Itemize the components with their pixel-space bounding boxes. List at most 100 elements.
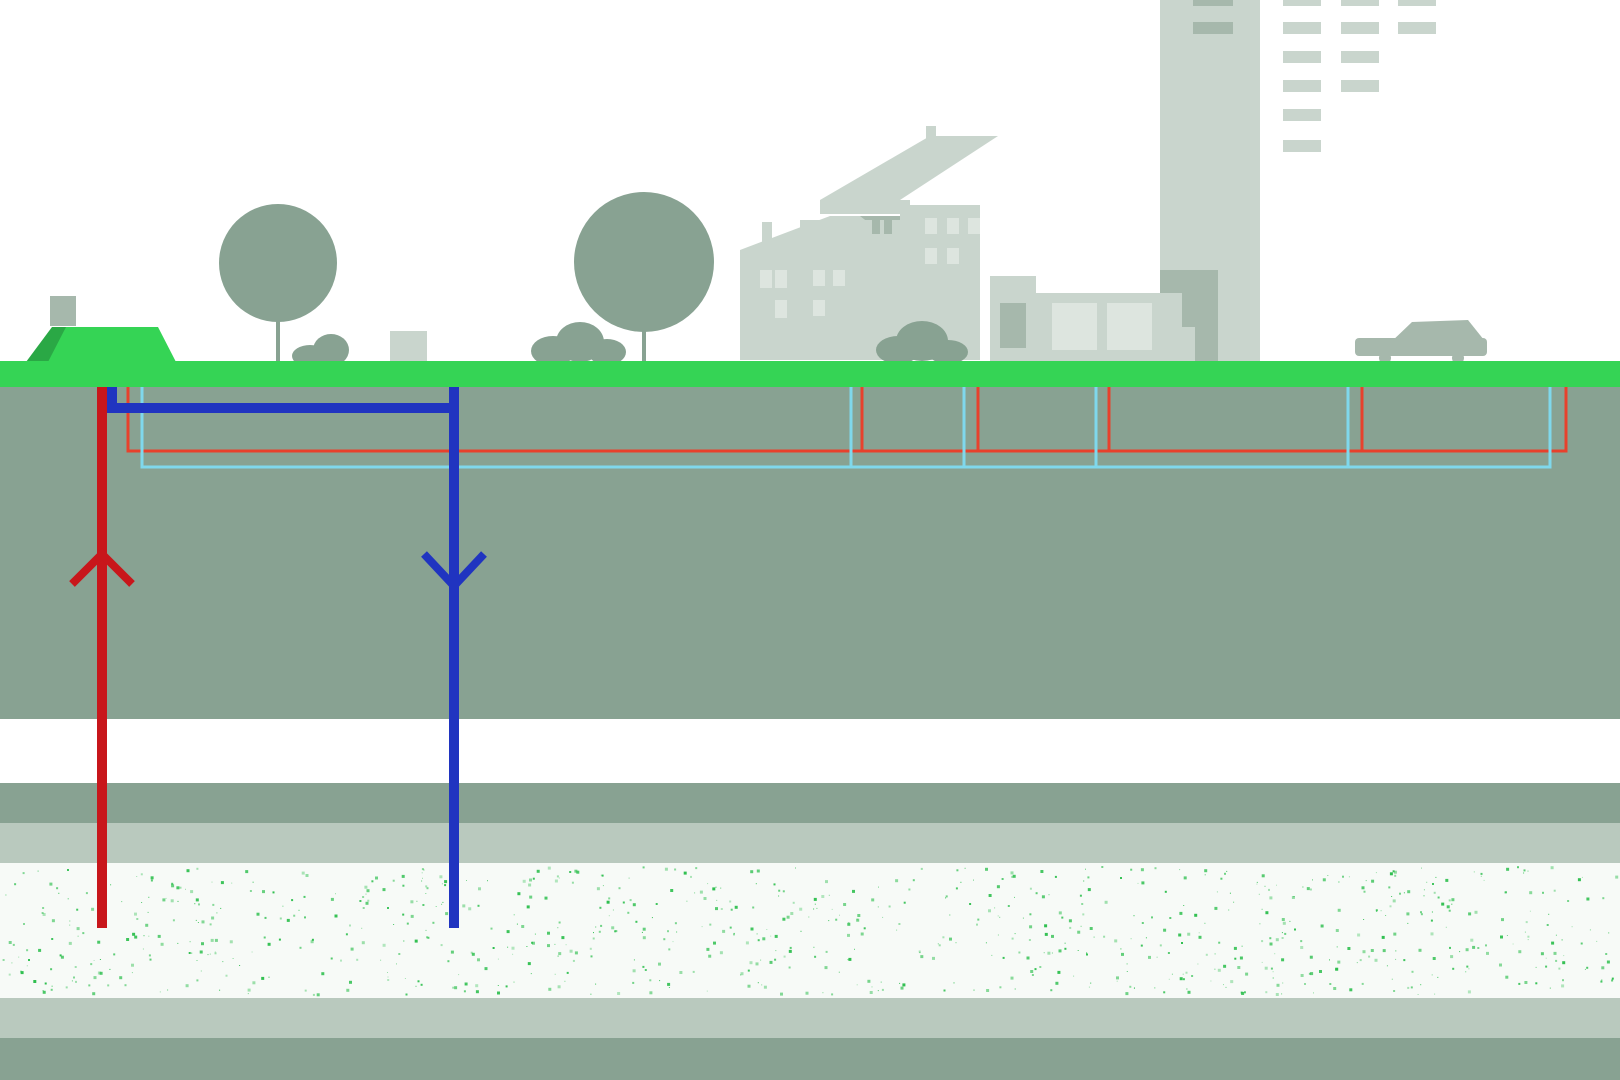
aquifer-dot xyxy=(170,899,174,903)
aquifer-dot xyxy=(672,941,674,943)
aquifer-dot xyxy=(414,939,418,943)
aquifer-dot xyxy=(1194,913,1198,917)
aquifer-dot xyxy=(216,912,218,914)
aquifer-dot xyxy=(599,906,602,909)
aquifer-dot xyxy=(690,875,692,878)
aquifer-dot xyxy=(121,901,123,903)
aquifer-dot xyxy=(825,880,828,884)
aquifer-dot xyxy=(225,974,228,977)
aquifer-dot xyxy=(1261,874,1265,878)
aquifer-dot xyxy=(547,866,551,870)
aquifer-dot xyxy=(132,932,136,936)
aquifer-dot xyxy=(1088,986,1090,988)
aquifer-dot xyxy=(1145,937,1147,939)
rock-layer-1 xyxy=(0,783,1620,823)
aquifer-dot xyxy=(679,971,683,974)
aquifer-dot xyxy=(642,965,645,968)
aquifer-dot xyxy=(762,937,766,941)
aquifer-dot xyxy=(1431,974,1433,976)
aquifer-dot xyxy=(755,883,757,885)
aquifer-dot xyxy=(442,901,444,903)
tree-icon xyxy=(574,192,714,362)
aquifer-dot xyxy=(365,901,369,905)
aquifer-dot xyxy=(1347,947,1351,950)
aquifer-dot xyxy=(441,883,443,885)
aquifer-dot xyxy=(789,946,792,949)
aquifer-dot xyxy=(733,933,735,936)
aquifer-dot xyxy=(1116,980,1118,982)
aquifer-dot xyxy=(1611,977,1614,980)
aquifer-dot xyxy=(1154,867,1157,870)
aquifer-dot xyxy=(881,988,884,991)
aquifer-dot xyxy=(880,981,882,983)
aquifer-dot xyxy=(1577,878,1581,882)
cold-injection-well xyxy=(107,387,487,928)
aquifer-dot xyxy=(871,986,873,988)
aquifer-dot xyxy=(134,912,137,916)
aquifer-dot xyxy=(1010,871,1014,875)
aquifer-dot xyxy=(517,892,521,896)
aquifer-dot xyxy=(1389,872,1393,876)
aquifer-dot xyxy=(1220,877,1223,880)
aquifer-dot xyxy=(1181,942,1183,944)
aquifer-dot xyxy=(110,884,112,886)
aquifer-dot xyxy=(1140,868,1144,872)
aquifer-dot xyxy=(1452,967,1455,970)
aquifer-dot xyxy=(256,912,260,916)
aquifer-dot xyxy=(856,918,860,922)
aquifer-dot xyxy=(321,972,325,976)
aquifer-dot xyxy=(59,954,62,957)
aquifer-dot xyxy=(28,959,30,961)
aquifer-dot xyxy=(1103,935,1106,938)
aquifer-dot xyxy=(312,993,315,996)
aquifer-dot xyxy=(709,923,712,926)
aquifer-dot xyxy=(730,908,733,911)
aquifer-dot xyxy=(468,907,472,911)
aquifer-dot xyxy=(402,884,405,887)
aquifer-dot xyxy=(783,955,786,958)
aquifer-dot xyxy=(220,881,224,885)
aquifer-dot xyxy=(1214,906,1218,910)
aquifer-dot xyxy=(592,937,595,940)
aquifer-dot xyxy=(1483,879,1485,881)
aquifer-dot xyxy=(214,938,218,942)
aquifer-dot xyxy=(1133,915,1135,917)
aquifer-dot xyxy=(477,904,480,907)
aquifer-dot xyxy=(1120,948,1122,950)
aquifer-dot xyxy=(1342,875,1344,878)
return-line xyxy=(140,387,1552,469)
aquifer-dot xyxy=(1580,942,1583,945)
aquifer-dot xyxy=(708,954,712,958)
aquifer-dot xyxy=(150,876,154,880)
aquifer-dot xyxy=(406,922,409,925)
aquifer-dot xyxy=(757,982,759,984)
aquifer-dot xyxy=(201,920,205,924)
aquifer-dot xyxy=(425,885,428,888)
aquifer-dot xyxy=(362,907,365,909)
aquifer-dot xyxy=(513,981,515,983)
aquifer-dot xyxy=(1512,943,1514,945)
aquifer-dot xyxy=(1437,976,1439,978)
aquifer-dot xyxy=(422,877,423,879)
aquifer-dot xyxy=(171,882,174,885)
aquifer-dot xyxy=(729,926,732,929)
aquifer-dot xyxy=(763,985,767,989)
aquifer-dot xyxy=(1446,905,1450,909)
aquifer-dot xyxy=(839,914,840,916)
aquifer-dot xyxy=(1403,959,1406,962)
aquifer-dot xyxy=(716,899,718,901)
aquifer-dot xyxy=(1148,955,1151,959)
aquifer-dot xyxy=(1026,956,1030,960)
aquifer-dot xyxy=(1185,971,1188,974)
aquifer-dot xyxy=(387,907,389,909)
aquifer-dot xyxy=(554,943,556,945)
aquifer-dot xyxy=(1393,870,1397,874)
aquifer-dot xyxy=(835,918,838,921)
aquifer-dot xyxy=(590,955,593,958)
aquifer-dot xyxy=(822,992,824,994)
aquifer-dot xyxy=(1451,903,1453,905)
aquifer-dot xyxy=(1156,956,1158,958)
aquifer-dot xyxy=(58,892,60,894)
aquifer-dot xyxy=(1561,984,1565,988)
aquifer-dot xyxy=(1391,896,1393,897)
